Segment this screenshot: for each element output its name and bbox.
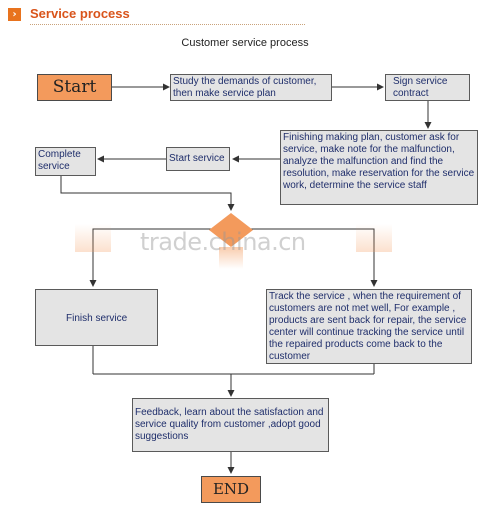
- feedback-box: Feedback, learn about the satisfaction a…: [132, 398, 329, 452]
- arrow-right-icon: ›: [8, 8, 21, 21]
- section-header: › Service process: [8, 5, 308, 25]
- study-demands-box: Study the demands of customer, then make…: [170, 74, 332, 101]
- track-service-box: Track the service , when the requirement…: [266, 289, 472, 364]
- watermark-text: trade.china.cn: [140, 228, 306, 256]
- decision-diamond: [209, 213, 253, 247]
- end-terminal: END: [201, 476, 261, 503]
- start-service-box: Start service: [166, 147, 230, 171]
- header-divider: [30, 24, 305, 25]
- right-branch-glow: [356, 224, 392, 252]
- finish-service-box: Finish service: [35, 289, 158, 346]
- start-terminal: Start: [37, 74, 112, 101]
- finishing-plan-box: Finishing making plan, customer ask for …: [280, 130, 478, 205]
- section-title: Service process: [30, 6, 130, 21]
- decision-glow: [219, 247, 243, 269]
- connector-complete-decision: [60, 176, 235, 211]
- diagram-title: Customer service process: [181, 37, 309, 49]
- sign-contract-box: Sign service contract: [385, 74, 470, 101]
- complete-service-box: Complete service: [35, 147, 96, 176]
- left-branch-glow: [75, 224, 111, 252]
